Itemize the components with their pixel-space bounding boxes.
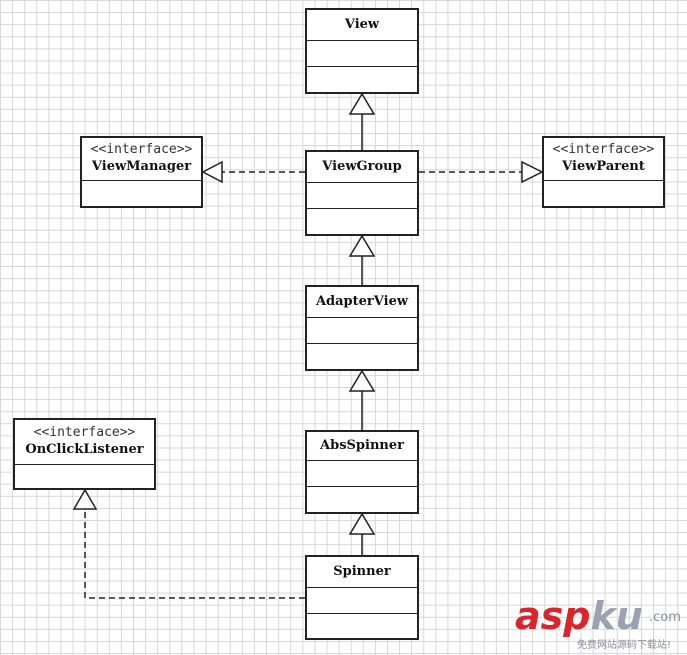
interface-name-viewmanager: ViewManager [91,159,192,174]
realization-arrowhead-onclicklistener [72,488,98,510]
attributes-compartment [307,40,417,66]
class-box-spinner[interactable]: Spinner [305,555,419,640]
attributes-compartment [307,587,417,613]
class-box-view[interactable]: View [305,8,419,94]
interface-name-viewparent: ViewParent [562,159,645,174]
class-name-area: AdapterView [307,287,417,317]
operations-compartment [307,343,417,369]
stereotype-label: <<interface>> [552,142,655,157]
watermark-brand-ku: ku [590,594,643,638]
interface-box-viewparent[interactable]: <<interface>> ViewParent [542,136,665,208]
interface-name-area: <<interface>> ViewParent [544,138,663,180]
watermark-logo: aspku .com 免费网站源码下载站! [515,596,685,652]
class-name-adapterview: AdapterView [315,294,409,309]
operations-compartment [307,486,417,512]
class-name-area: Spinner [307,557,417,587]
watermark-tagline: 免费网站源码下载站! [577,640,672,651]
realization-line-spinner-onclicklistener [84,509,305,599]
class-name-area: AbsSpinner [307,432,417,460]
stereotype-label: <<interface>> [33,425,136,440]
interface-name-onclicklistener: OnClickListener [25,442,144,457]
realization-arrowhead-viewparent [521,160,544,184]
class-name-spinner: Spinner [333,564,391,579]
generalization-arrowhead-adapterview [348,369,376,392]
watermark-domain: .com [649,610,681,625]
operations-compartment [307,208,417,234]
watermark-brand-asp: asp [515,594,591,638]
realization-arrowhead-viewmanager [201,160,223,184]
watermark-brand: aspku [515,596,643,636]
class-name-viewgroup: ViewGroup [322,159,402,174]
generalization-arrowhead-absspinner [348,512,376,535]
generalization-arrowhead-viewgroup [348,234,376,257]
class-box-viewgroup[interactable]: ViewGroup [305,150,419,236]
operations-compartment [15,464,154,488]
attributes-compartment [307,460,417,486]
interface-box-viewmanager[interactable]: <<interface>> ViewManager [80,136,203,208]
operations-compartment [307,612,417,639]
attributes-compartment [307,317,417,343]
stereotype-label: <<interface>> [90,142,193,157]
class-name-area: View [307,10,417,40]
class-name-area: ViewGroup [307,152,417,182]
interface-name-area: <<interface>> OnClickListener [15,420,154,464]
operations-compartment [307,66,417,92]
class-box-adapterview[interactable]: AdapterView [305,285,419,371]
attributes-compartment [307,182,417,208]
interface-name-area: <<interface>> ViewManager [82,138,201,180]
operations-compartment [82,180,201,206]
class-name-absspinner: AbsSpinner [320,438,404,453]
interface-box-onclicklistener[interactable]: <<interface>> OnClickListener [13,418,156,490]
class-box-absspinner[interactable]: AbsSpinner [305,430,419,514]
operations-compartment [544,180,663,206]
generalization-arrowhead-view [348,92,376,115]
class-name-view: View [344,17,380,32]
